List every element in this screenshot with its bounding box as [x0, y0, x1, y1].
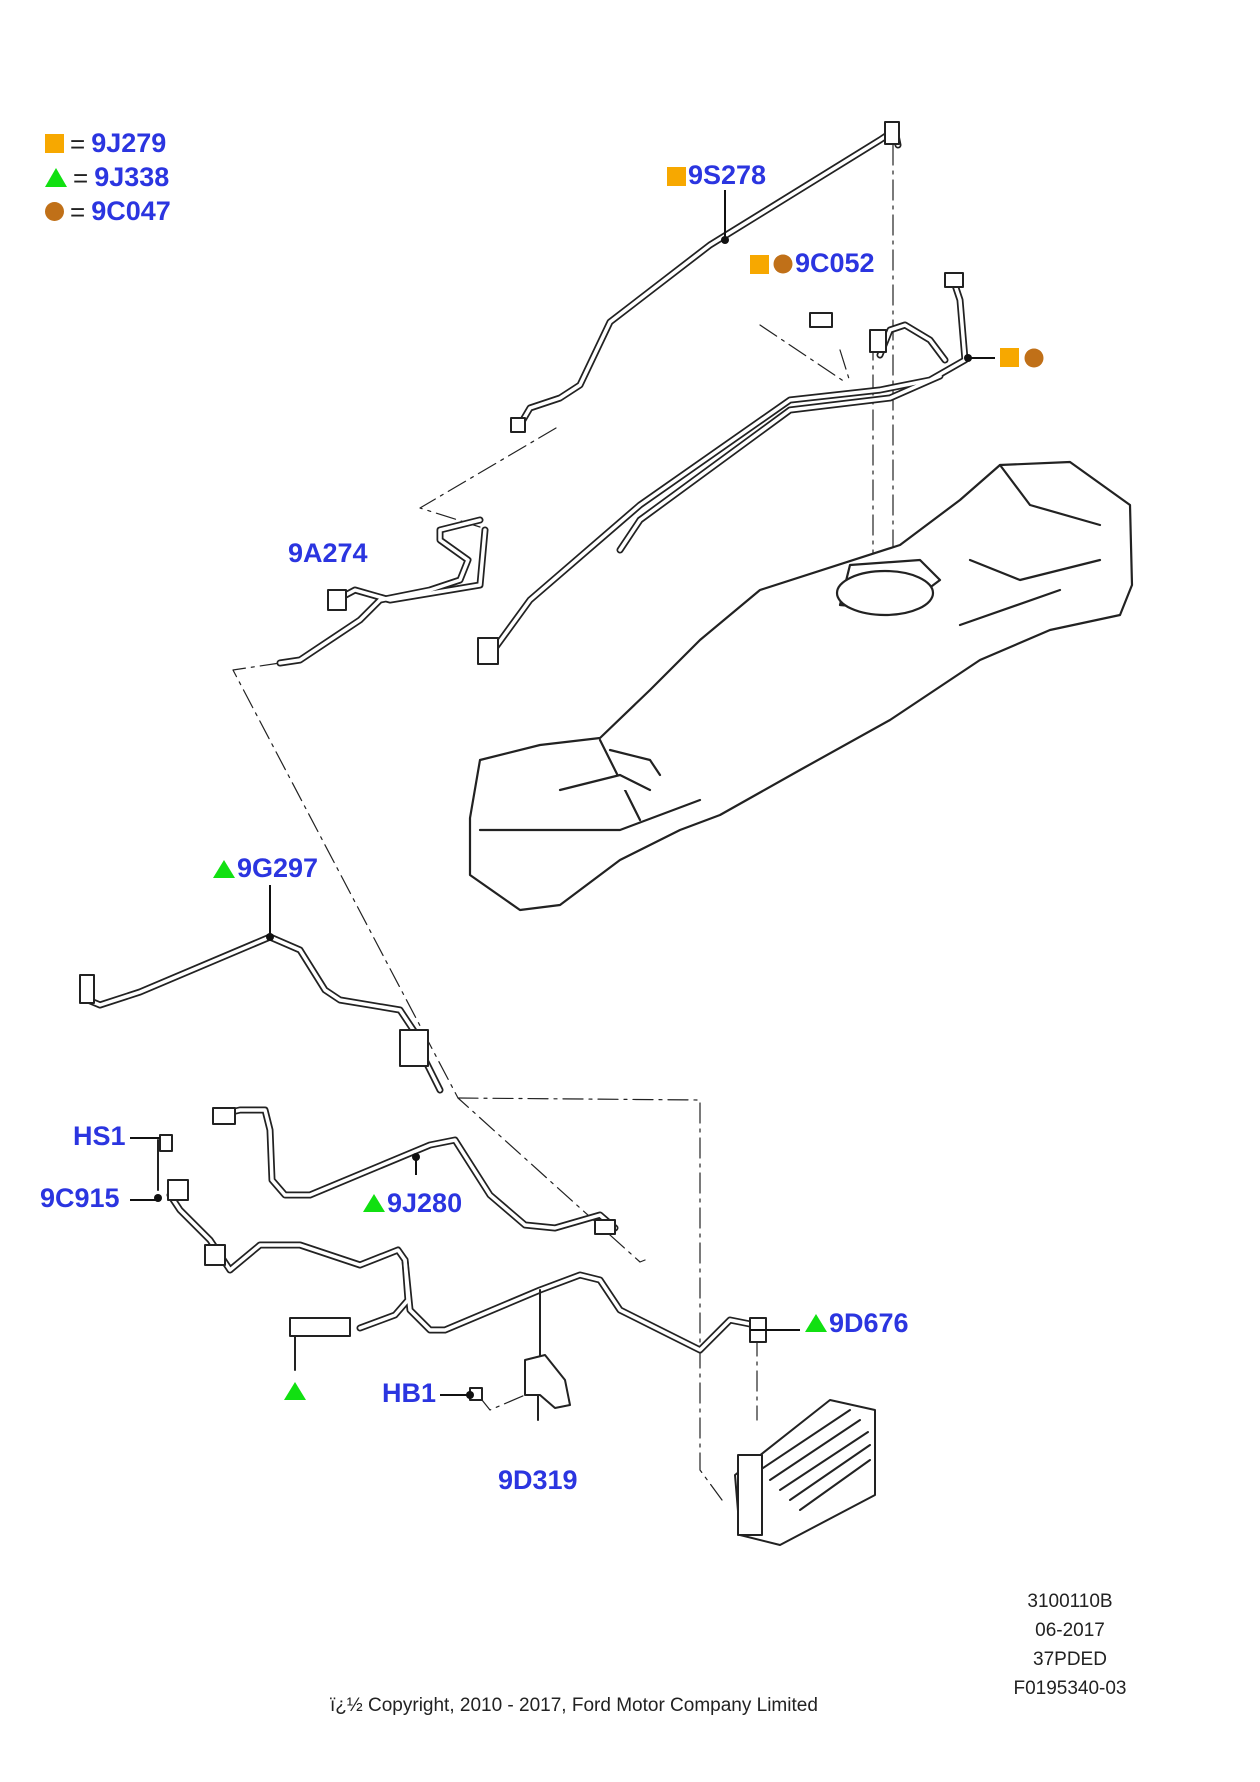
part-9D676-line [166, 1191, 759, 1354]
circle-icon [1024, 348, 1044, 368]
circle-icon [45, 202, 64, 221]
triangle-icon [45, 168, 67, 187]
label-9C915: 9C915 [40, 1183, 120, 1213]
label-9D319: 9D319 [498, 1465, 578, 1495]
legend-row: = 9J279 [45, 130, 166, 157]
leader-ticks [130, 190, 995, 1396]
copyright-notice: ï¿½ Copyright, 2010 - 2017, Ford Motor C… [330, 1695, 818, 1716]
triangle-icon [363, 1194, 385, 1212]
legend-equals: = [73, 162, 89, 193]
square-icon [667, 167, 686, 186]
circle-icon [773, 254, 793, 274]
drawing-ref: 3100110B [1027, 1591, 1113, 1612]
legend-code: 9J279 [91, 128, 167, 158]
legend-equals: = [70, 196, 86, 227]
leader-lines [232, 144, 894, 1501]
label-HS1: HS1 [73, 1121, 126, 1151]
label-9G297: 9G297 [237, 853, 319, 883]
triangle-icon [284, 1382, 306, 1400]
triangle-icon [805, 1314, 827, 1332]
label-9C052: 9C052 [795, 248, 875, 278]
label-9S278: 9S278 [688, 160, 767, 190]
part-9G297-line [84, 933, 444, 1094]
drawing-code: 37PDED [1033, 1649, 1107, 1670]
legend-code: 9C047 [91, 196, 171, 226]
legend-row: = 9J338 [45, 164, 169, 191]
fuel-tank [468, 460, 1134, 912]
part-9D319-bracket [524, 1354, 571, 1421]
label-9J280: 9J280 [387, 1188, 463, 1218]
legend-equals: = [70, 128, 86, 159]
connectors [79, 121, 964, 1401]
square-icon [750, 255, 769, 274]
evap-canister [734, 1399, 876, 1546]
label-HB1: HB1 [382, 1378, 437, 1408]
triangle-icon [213, 860, 235, 878]
drawing-date: 06-2017 [1035, 1620, 1105, 1641]
square-icon [1000, 348, 1019, 367]
legend-row: = 9C047 [45, 198, 171, 225]
square-icon [45, 134, 64, 153]
legend-code: 9J338 [94, 162, 170, 192]
label-9D676: 9D676 [829, 1308, 909, 1338]
label-9A274: 9A274 [288, 538, 368, 568]
drawing-number: F0195340-03 [1013, 1678, 1127, 1699]
